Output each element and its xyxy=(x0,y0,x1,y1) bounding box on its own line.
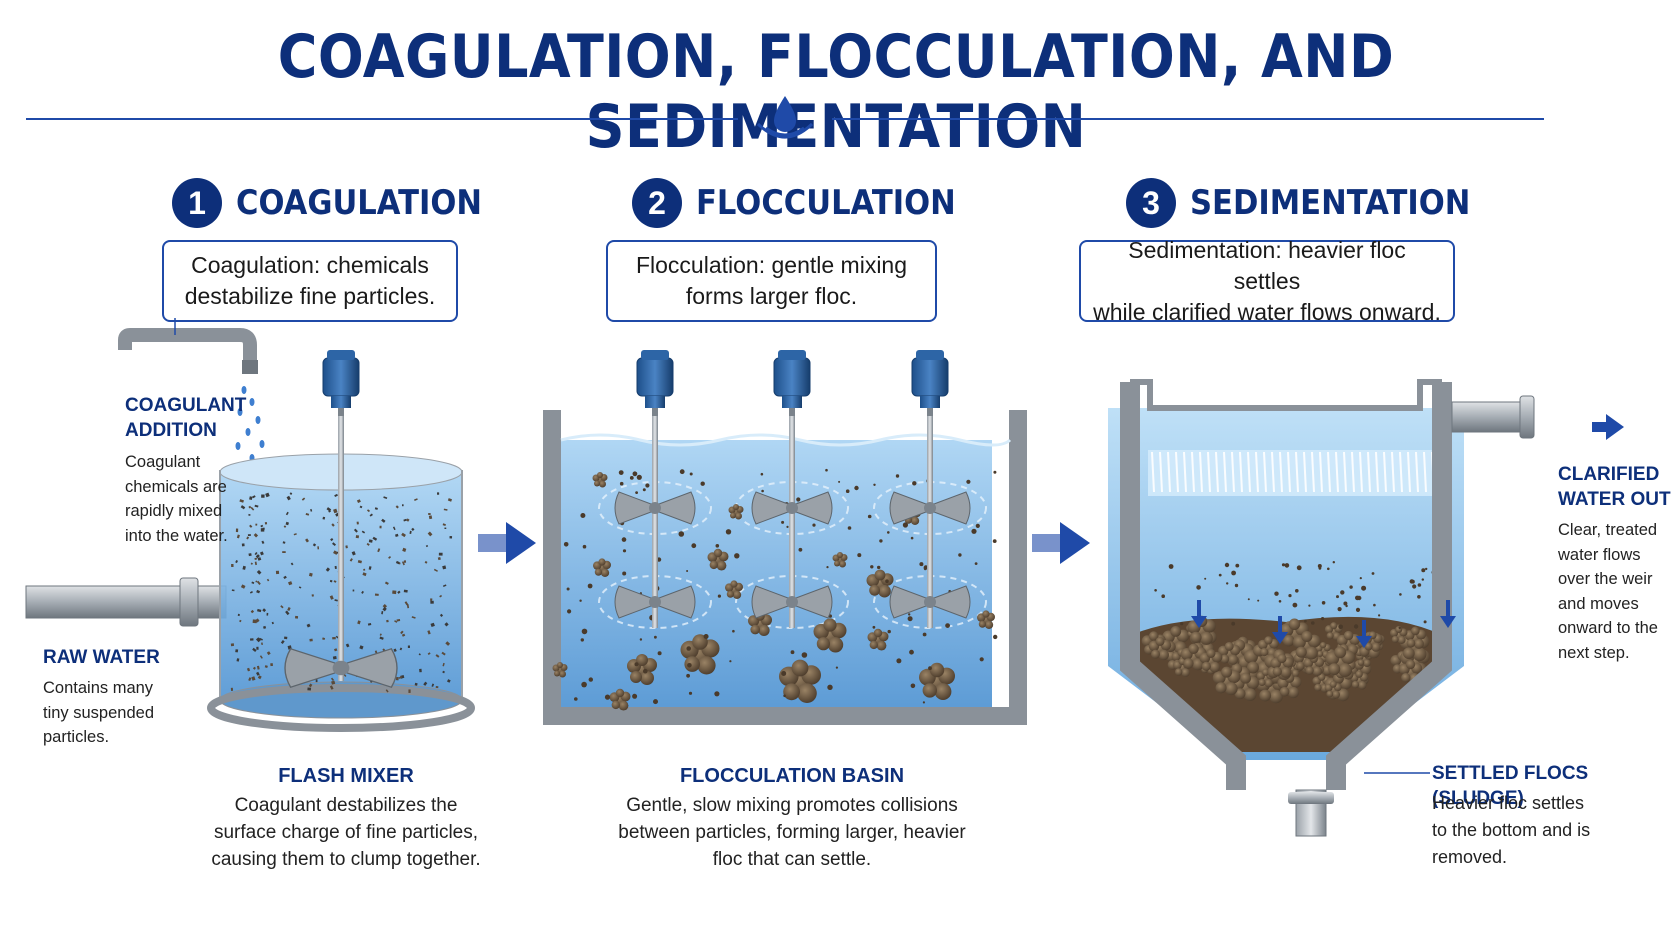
water-drop-icon xyxy=(756,96,814,139)
step-1-desc-line2: destabilize fine particles. xyxy=(184,283,436,309)
flow-arrow-2-icon xyxy=(1032,522,1090,564)
step-1-header: 1 COAGULATION xyxy=(172,178,509,228)
step-1-label: COAGULATION xyxy=(236,183,482,223)
flash-mixer-title: FLASH MIXER xyxy=(278,765,414,787)
flash-mixer-illustration xyxy=(25,318,475,732)
flocculation-basin-title: FLOCCULATION BASIN xyxy=(679,765,905,787)
step-1-number: 1 xyxy=(172,178,222,228)
flow-arrow-1-icon xyxy=(478,522,536,564)
page-title: COAGULATION, FLOCCULATION, AND SEDIMENTA… xyxy=(277,22,1395,162)
step-3-desc-line1: Sedimentation: heavier floc settles xyxy=(1128,236,1406,294)
sedimentation-tank-illustration xyxy=(1108,379,1535,837)
step-3-desc-line2: while clarified water flows onward. xyxy=(1093,298,1441,325)
step-3-description-box: Sedimentation: heavier floc settles while… xyxy=(1079,236,1455,325)
step-2-label: FLOCCULATION xyxy=(696,183,956,223)
step-3-header: 3 SEDIMENTATION xyxy=(1126,178,1502,228)
outflow-arrow-icon xyxy=(1592,414,1624,440)
step-2-desc-line1: Flocculation: gentle mixing xyxy=(635,252,908,278)
title-rule-left xyxy=(26,118,738,120)
flocculation-basin-illustration xyxy=(543,349,1027,725)
raw-water-title: RAW WATER xyxy=(43,647,160,668)
title-rule-right xyxy=(832,118,1544,120)
step-2-header: 2 FLOCCULATION xyxy=(632,178,985,228)
step-2-description-box: Flocculation: gentle mixing forms larger … xyxy=(606,240,937,322)
settled-flocs-title: SETTLED FLOCS (SLUDGE) xyxy=(1432,763,1589,809)
step-2-number: 2 xyxy=(632,178,682,228)
step-3-number: 3 xyxy=(1126,178,1176,228)
step-1-description-box: Coagulation: chemicals destabilize fine p… xyxy=(162,240,458,322)
step-1-desc-line1: Coagulation: chemicals xyxy=(191,252,429,278)
step-2-desc-line2: forms larger floc. xyxy=(685,283,858,309)
step-3-label: SEDIMENTATION xyxy=(1190,183,1471,223)
